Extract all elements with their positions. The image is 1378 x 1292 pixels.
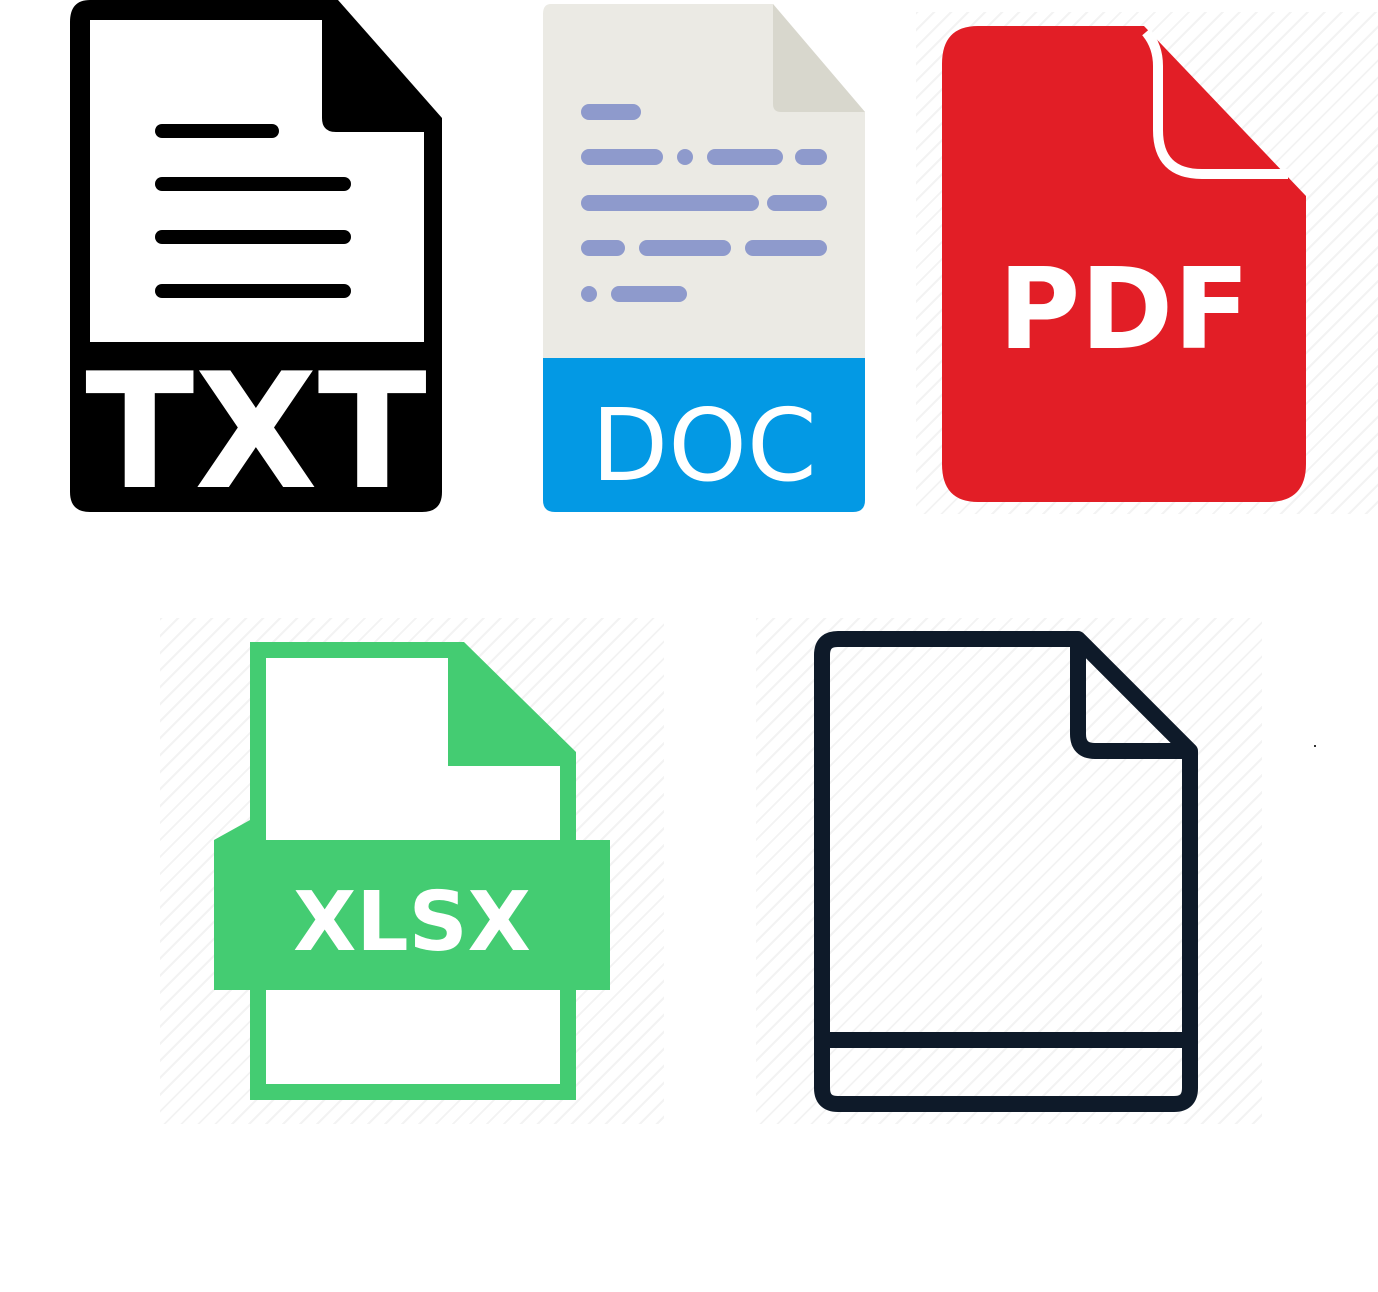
pdf-label: PDF: [998, 245, 1250, 375]
pdf-file-icon: PDF: [942, 26, 1306, 502]
xlsx-file-icon: XLSX: [214, 642, 610, 1100]
txt-label: TXT: [85, 338, 427, 514]
doc-file-icon: DOC: [543, 4, 865, 512]
xlsx-label: XLSX: [293, 875, 531, 970]
blank-file-icon: [814, 631, 1198, 1112]
doc-label: DOC: [591, 387, 817, 504]
txt-file-icon: TXT: [70, 0, 442, 514]
stray-dot: [1314, 745, 1316, 747]
